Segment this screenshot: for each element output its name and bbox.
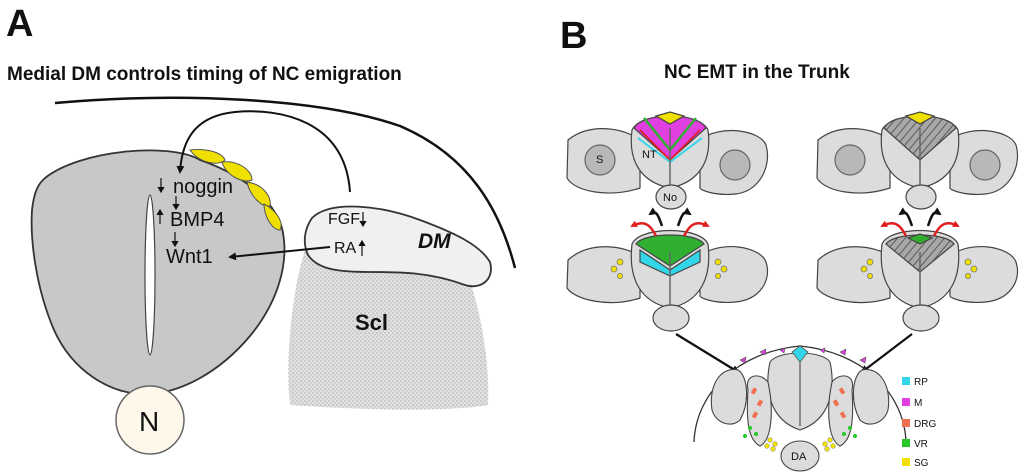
emigration-arrows-left [630, 207, 710, 237]
panel-b-title: NC EMT in the Trunk [664, 62, 850, 83]
label-neural-tube: NT [642, 149, 657, 161]
legend-swatch-m [902, 398, 910, 406]
embryo-middle-right [816, 229, 1018, 332]
legend: RP M DRG VR SG [902, 377, 936, 469]
scl-label: Scl [355, 310, 388, 335]
notochord-circle [115, 385, 185, 455]
panel-b-letter: B [560, 15, 587, 57]
neural-crest-cells [189, 149, 282, 231]
legend-label-drg: DRG [914, 419, 936, 430]
notochord-label: N [139, 406, 159, 437]
panel-a: A Medial DM controls timing of NC emigra… [6, 3, 517, 455]
arrow-ra-to-wnt1 [228, 246, 331, 261]
label-somite: S [596, 154, 603, 166]
signal-fgf: FGF [328, 211, 360, 228]
dermomyotome-shape [303, 205, 492, 288]
neural-tube-shape [30, 149, 286, 395]
arrow-to-later-stage-left [675, 333, 740, 374]
panel-b: B NC EMT in the Trunk S NT No [560, 15, 1018, 472]
dm-label: DM [418, 230, 451, 253]
legend-swatch-sg [902, 458, 910, 466]
embryo-middle-left [566, 229, 768, 332]
legend-swatch-rp [902, 377, 910, 385]
legend-swatch-vr [902, 439, 910, 447]
label-dorsal-aorta: DA [791, 451, 807, 463]
arrow-dm-to-noggin [176, 110, 351, 193]
embryo-top-left [566, 111, 768, 210]
embryo-bottom [693, 345, 907, 472]
signal-small-arrows [358, 212, 367, 256]
legend-swatch-drg [902, 419, 910, 427]
gene-noggin: noggin [173, 176, 233, 198]
arrow-to-later-stage-right [860, 333, 913, 374]
gene-small-arrows [156, 178, 180, 248]
label-notochord: No [663, 192, 677, 204]
legend-label-vr: VR [914, 439, 928, 450]
neural-tube-lumen [144, 194, 156, 356]
gene-wnt1: Wnt1 [166, 246, 213, 268]
panel-a-letter: A [6, 3, 33, 45]
gene-bmp4: BMP4 [170, 209, 224, 231]
emigration-arrows-right [880, 207, 960, 237]
signal-ra: RA [334, 240, 357, 257]
legend-label-sg: SG [914, 458, 929, 469]
ectoderm-line [54, 96, 517, 269]
sclerotome-shape [288, 245, 489, 410]
panel-a-title: Medial DM controls timing of NC emigrati… [7, 64, 402, 85]
legend-label-m: M [914, 398, 922, 409]
embryo-top-right [816, 111, 1018, 210]
legend-label-rp: RP [914, 377, 928, 388]
